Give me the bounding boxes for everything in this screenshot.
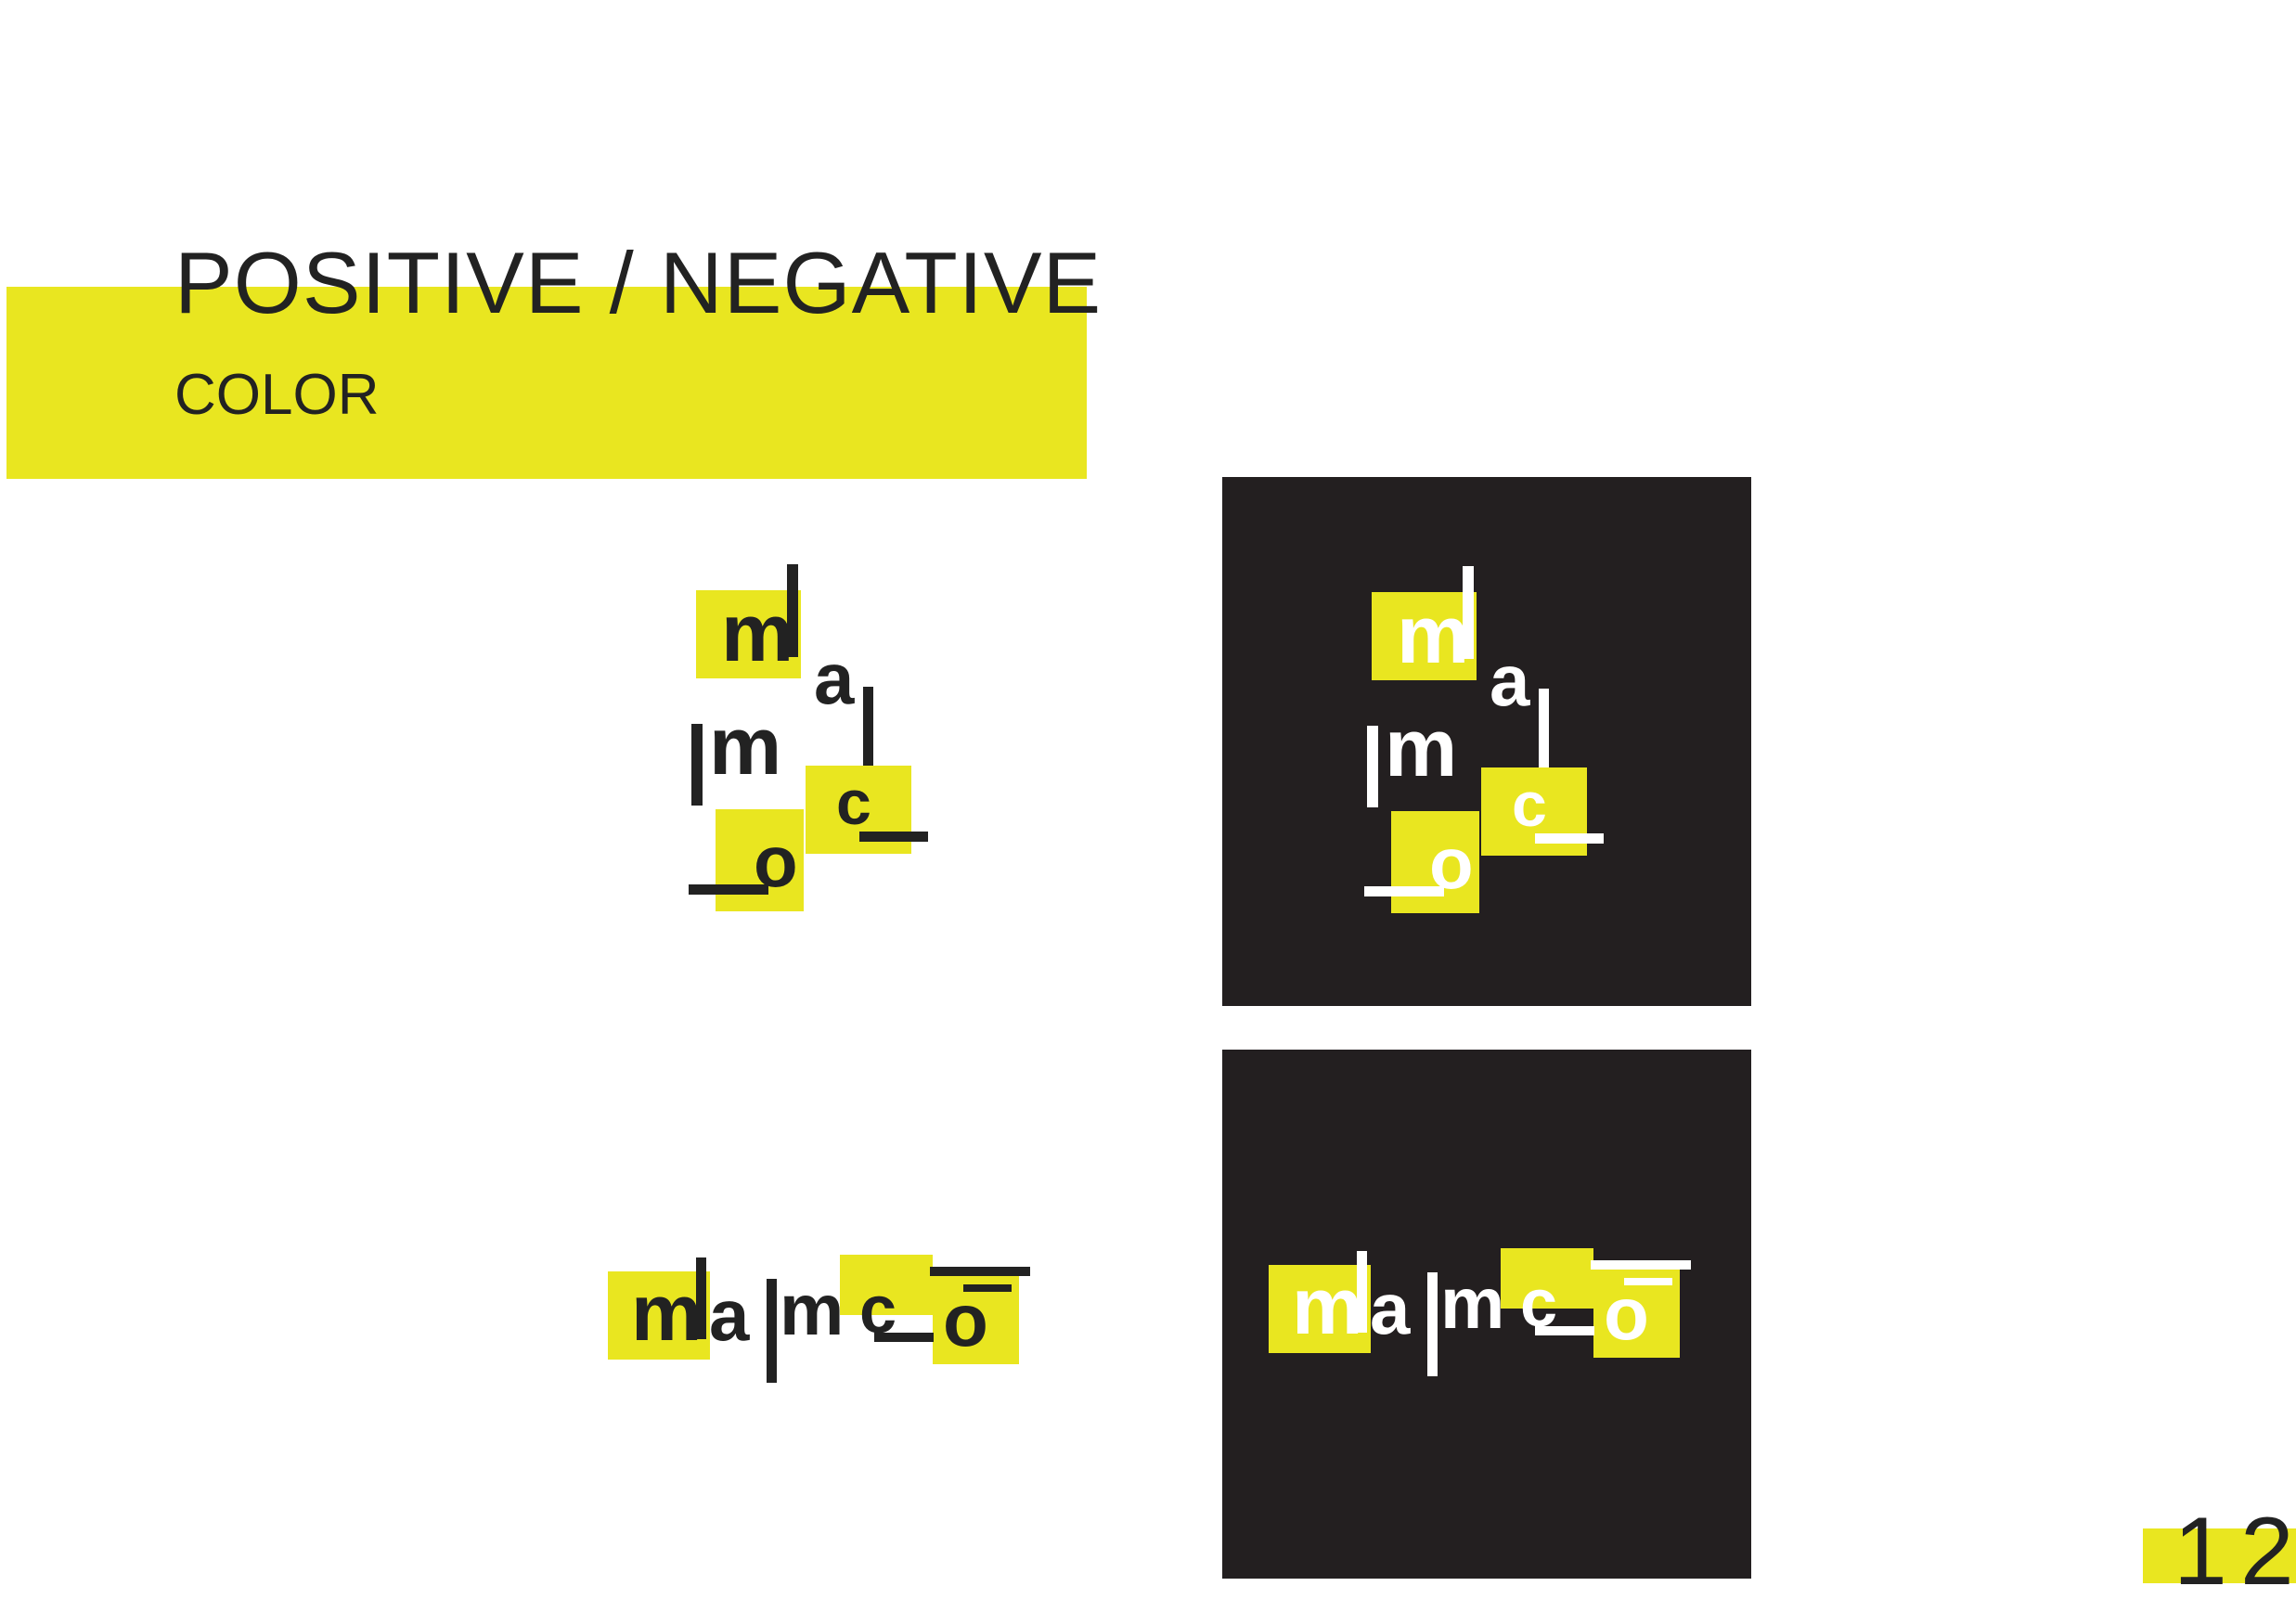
logo-bar [1591, 1260, 1691, 1270]
dark-panel-stacked [1222, 477, 1751, 1006]
logo-bar [1427, 1272, 1438, 1376]
logo-highlight [840, 1255, 933, 1315]
logo-stacked-positive: m a m c o [689, 564, 928, 911]
logo-letter-o: o [1604, 1272, 1649, 1355]
logo-highlight [1269, 1265, 1371, 1353]
logo-bar [859, 832, 928, 842]
logo-bar [1624, 1278, 1672, 1285]
logo-letter-m: m [631, 1269, 702, 1358]
logo-highlight [1501, 1248, 1593, 1309]
logo-letter-o: o [943, 1279, 988, 1361]
logo-letter-m: m [1292, 1262, 1362, 1351]
logo-letter-m: m [780, 1269, 844, 1350]
logo-bar [1535, 833, 1604, 844]
logo-bar [1357, 1251, 1367, 1333]
page-title: POSITIVE / NEGATIVE [174, 234, 1103, 331]
logo-letter-m: m [1385, 702, 1457, 793]
logo-bar [1367, 726, 1378, 807]
logo-bar [1535, 1326, 1594, 1335]
header-band [6, 287, 1087, 479]
logo-bar [1463, 566, 1474, 659]
logo-highlight [696, 590, 801, 678]
logo-letter-m: m [709, 700, 781, 792]
logo-letter-c: c [1512, 769, 1547, 840]
page-subtitle: COLOR [174, 363, 380, 427]
logo-letter-m: m [721, 587, 793, 678]
page-number: 12 [2173, 1498, 2296, 1606]
page-number-highlight [2143, 1528, 2296, 1583]
logo-bar [689, 884, 768, 895]
logo-letter-a: a [814, 638, 855, 719]
logo-bar [696, 1257, 706, 1339]
logo-bar [767, 1279, 777, 1383]
logo-bar [1539, 689, 1549, 767]
logo-bar [691, 724, 703, 806]
logo-stacked-negative: m a m c o [1364, 566, 1604, 913]
logo-horizontal-positive: m a m c o [608, 1255, 1030, 1383]
logo-letter-c: c [836, 767, 871, 838]
logo-horizontal-negative: m a m c o [1269, 1248, 1691, 1376]
logo-letter-a: a [709, 1274, 750, 1356]
logo-letter-m: m [1440, 1262, 1504, 1344]
logo-highlight [1372, 592, 1477, 680]
logo-highlight [608, 1271, 710, 1360]
logo-bar [1364, 886, 1444, 896]
logo-letter-a: a [1490, 639, 1530, 721]
logo-bar [963, 1284, 1012, 1292]
logo-letter-m: m [1397, 588, 1469, 680]
logo-letter-a: a [1370, 1268, 1411, 1349]
logo-bar [787, 564, 798, 657]
logo-bar [874, 1333, 934, 1342]
logo-bar [930, 1267, 1030, 1276]
logo-bar [863, 687, 873, 766]
